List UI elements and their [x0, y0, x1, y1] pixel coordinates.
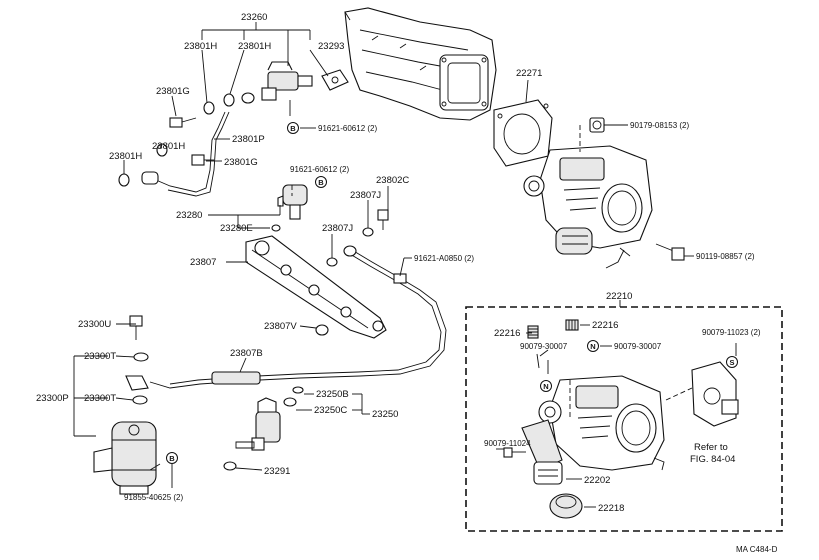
label-22202: 22202 — [584, 475, 610, 486]
washer-23801H-d — [118, 173, 130, 187]
label-23291: 23291 — [264, 466, 290, 477]
label-90179-08153: 90179-08153 (2) — [630, 121, 689, 130]
label-90079-30007-b: 90079-30007 — [614, 342, 662, 351]
assembly-box-22210 — [465, 306, 783, 532]
label-22210: 22210 — [606, 291, 632, 302]
washer-23801H-b — [223, 93, 235, 107]
idle-valve-22202 — [521, 419, 563, 485]
pressure-regulator-23280 — [277, 184, 308, 220]
insulator-23291 — [223, 461, 237, 471]
label-23293: 23293 — [318, 41, 344, 52]
label-23300P: 23300P — [36, 393, 69, 404]
label-refer-line1: Refer to — [694, 442, 728, 453]
marker-B-1: B — [287, 122, 299, 134]
label-23300T-b: 23300T — [84, 393, 116, 404]
label-23260: 23260 — [241, 12, 267, 23]
label-23250B: 23250B — [316, 389, 349, 400]
label-22218: 22218 — [598, 503, 624, 514]
label-23300U: 23300U — [78, 319, 111, 330]
marker-N-2-text: N — [543, 382, 548, 391]
cap-22218 — [549, 493, 583, 519]
fuel-hose-23807B — [125, 245, 447, 391]
washer-23801H-c — [156, 143, 168, 157]
label-91621-A0850: 91621-A0850 (2) — [414, 254, 474, 263]
leader-lines — [73, 22, 737, 508]
spring-22216-a — [527, 325, 539, 339]
label-23801G-a: 23801G — [156, 86, 190, 97]
grommet-23807J-a — [362, 227, 374, 237]
marker-S-1-text: S — [729, 358, 734, 367]
throttle-body-upper — [523, 145, 653, 269]
marker-N-1-text: N — [590, 342, 595, 351]
throttle-position-sensor — [691, 361, 739, 427]
label-22271: 22271 — [516, 68, 542, 79]
oring-23250B — [292, 386, 304, 394]
washer-23300T-b — [132, 395, 148, 405]
label-23807V: 23807V — [264, 321, 297, 332]
label-91621-60612-a: 91621-60612 (2) — [318, 124, 377, 133]
bolt-90179-08153 — [589, 117, 605, 133]
label-23801H-c: 23801H — [152, 141, 185, 152]
intake-manifold — [344, 7, 497, 121]
label-23801H-b: 23801H — [238, 41, 271, 52]
bolt-23801G-a — [169, 117, 197, 128]
label-90119-08857: 90119-08857 (2) — [696, 252, 755, 261]
oring-23250C — [283, 397, 297, 407]
bolt-23300U — [129, 315, 143, 340]
label-23807J-b: 23807J — [322, 223, 353, 234]
bolt-90119-08857 — [655, 243, 685, 261]
label-22216-b: 22216 — [592, 320, 618, 331]
marker-B-3: B — [166, 452, 178, 464]
screw-90079-30007-a — [536, 353, 540, 369]
label-23300T-a: 23300T — [84, 351, 116, 362]
throttle-body-lower — [538, 375, 665, 471]
fuel-pipe-23801P — [141, 111, 230, 197]
marker-S-1: S — [726, 356, 738, 368]
bolt-23801G-b — [191, 154, 214, 166]
grommet-23807J-b — [326, 257, 338, 267]
marker-N-1: N — [587, 340, 599, 352]
washer-23300T-a — [133, 352, 149, 362]
delivery-pipe-23807 — [245, 235, 387, 339]
injector-23260 — [241, 61, 313, 104]
label-91855-40625: 91855-40625 (2) — [124, 493, 183, 502]
oring-23280E — [271, 224, 281, 232]
label-23801G-b: 23801G — [224, 157, 258, 168]
label-23250C: 23250C — [314, 405, 347, 416]
marker-B-1-text: B — [290, 124, 296, 133]
gasket-22271 — [493, 99, 553, 167]
label-23801P: 23801P — [232, 134, 265, 145]
label-22216-a: 22216 — [494, 328, 520, 339]
fuel-filter-23300P — [93, 421, 157, 495]
grommet-23807V — [315, 324, 329, 336]
label-23280: 23280 — [176, 210, 202, 221]
marker-N-2: N — [540, 380, 552, 392]
label-23801H-d: 23801H — [109, 151, 142, 162]
spring-22216-b — [565, 319, 579, 331]
marker-B-3-text: B — [169, 454, 175, 463]
part-labels: 23260 23801H 23801H 23293 23801G 23801P … — [36, 12, 778, 554]
label-23802C: 23802C — [376, 175, 409, 186]
label-23280E: 23280E — [220, 223, 253, 234]
holder-23293 — [321, 69, 349, 91]
label-23807B: 23807B — [230, 348, 263, 359]
label-90079-30007-a: 90079-30007 — [520, 342, 568, 351]
label-90079-11023: 90079-11023 (2) — [702, 328, 761, 337]
label-91621-60612-b: 91621-60612 (2) — [290, 165, 349, 174]
label-23807J-a: 23807J — [350, 190, 381, 201]
injector-23250 — [235, 397, 281, 451]
bolt-23802C — [377, 209, 389, 230]
figure-code: MA C484-D — [736, 545, 778, 554]
label-23807: 23807 — [190, 257, 216, 268]
marker-B-2: B — [315, 176, 327, 188]
label-23801H-a: 23801H — [184, 41, 217, 52]
label-90079-11024: 90079-11024 — [484, 439, 531, 448]
label-refer-line2: FIG. 84-04 — [690, 454, 735, 465]
washer-23801H-a — [203, 101, 215, 115]
marker-B-2-text: B — [318, 178, 324, 187]
label-23250: 23250 — [372, 409, 398, 420]
screw-90079-11024 — [503, 447, 526, 458]
